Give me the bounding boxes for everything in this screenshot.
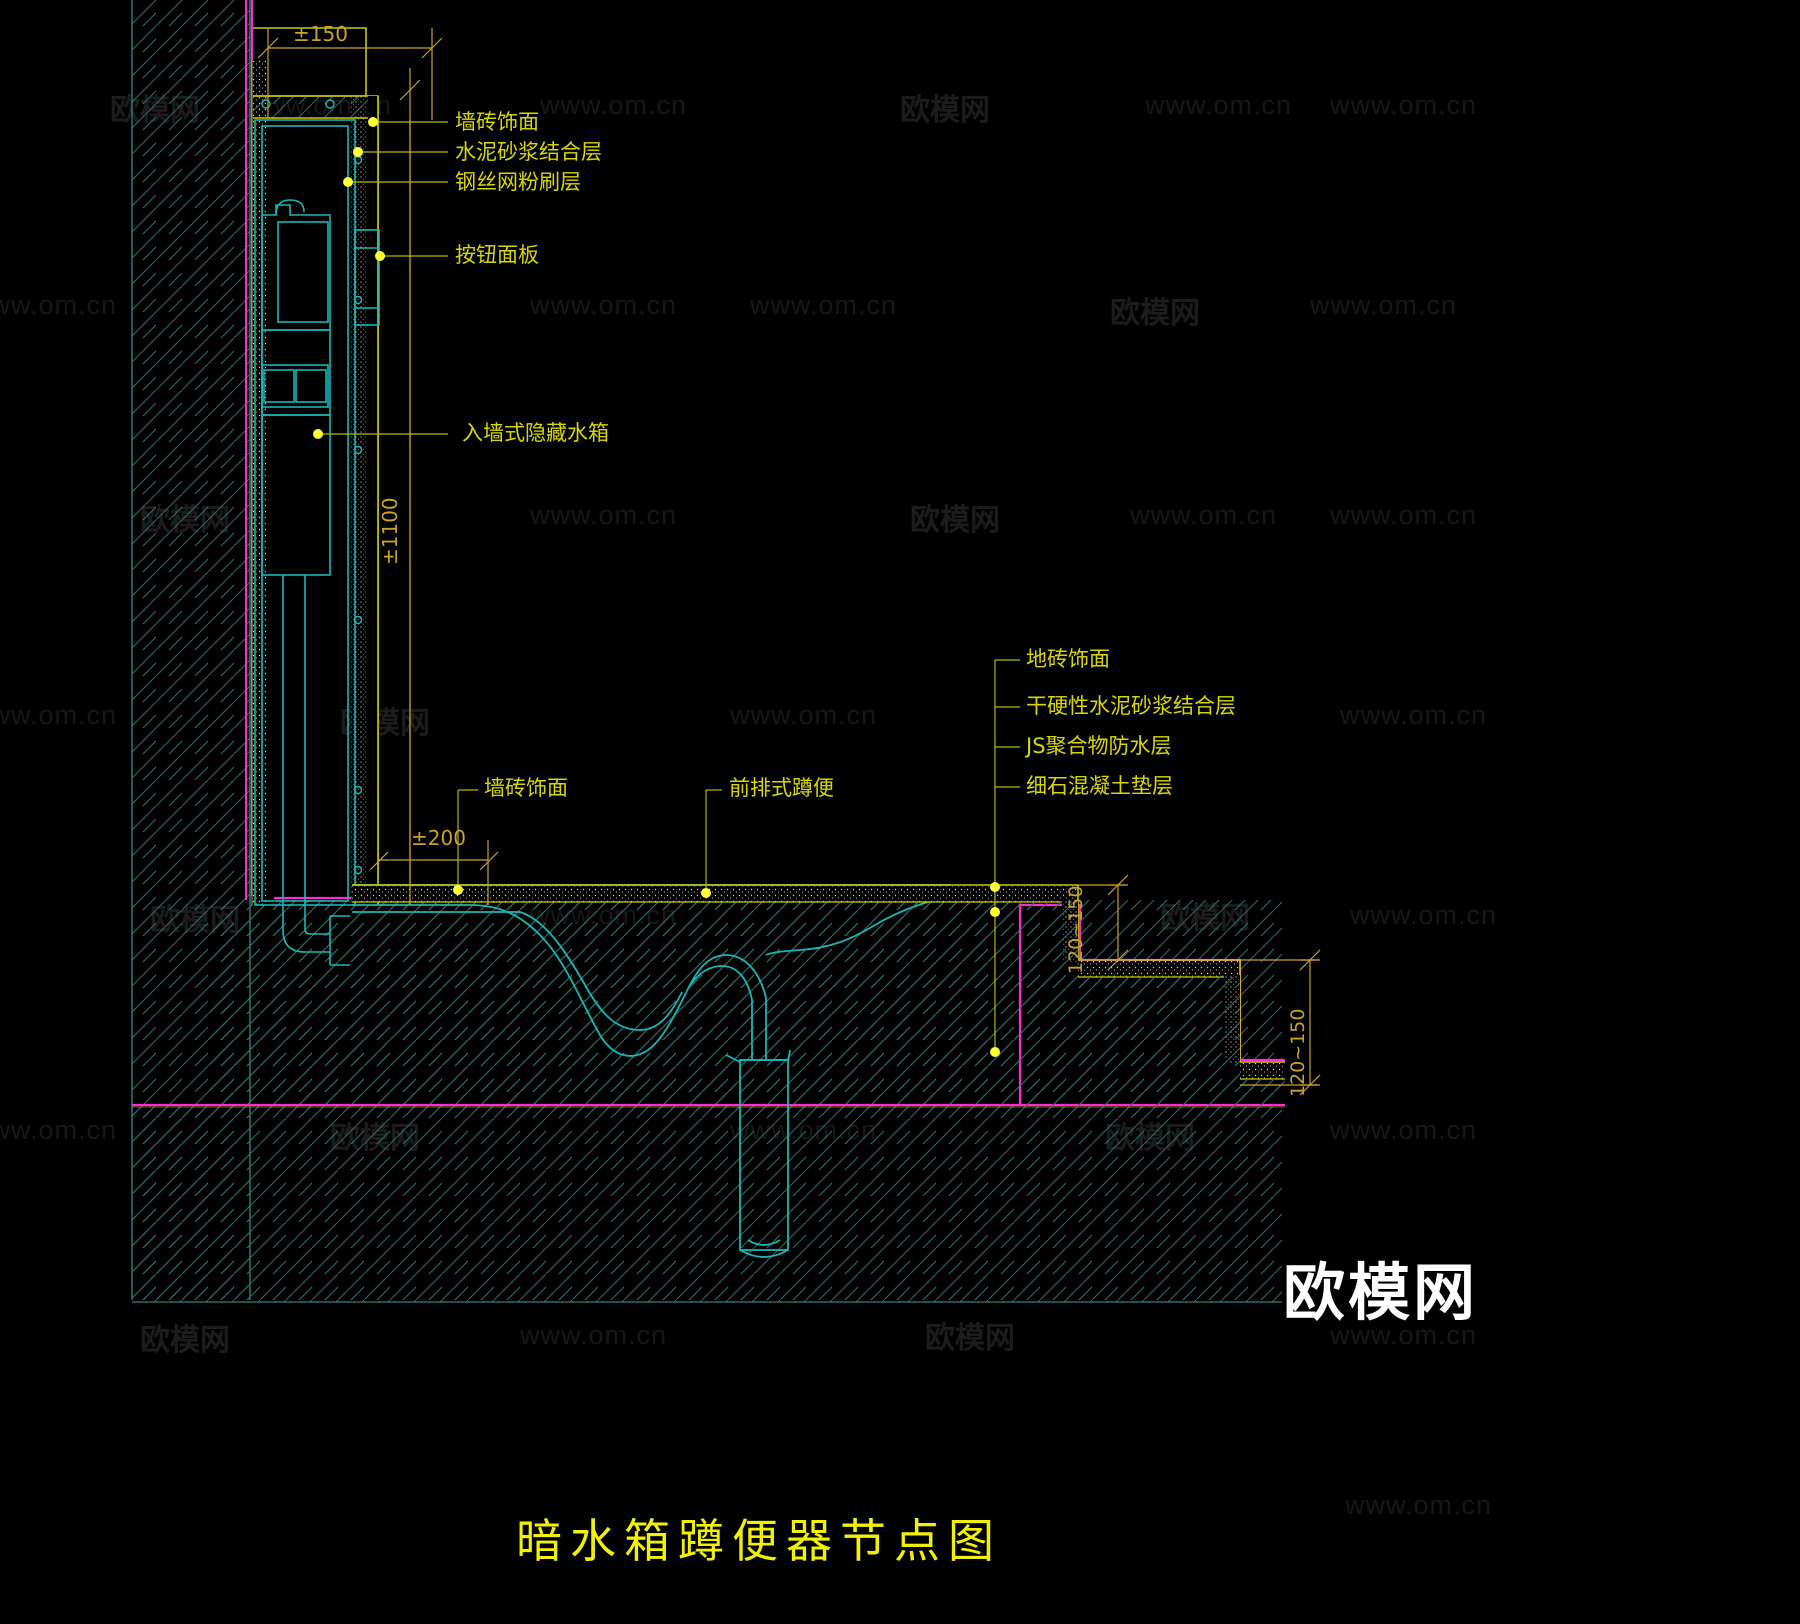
watermark-url: www.om.cn xyxy=(530,290,678,320)
enclosure-cap xyxy=(253,95,368,119)
cistern-anchor-points xyxy=(261,99,363,875)
watermark-url: www.om.cn xyxy=(750,290,898,320)
dim-step-lower: 120~150 xyxy=(1287,1008,1309,1097)
flush-pipe xyxy=(282,575,350,966)
floor-buildup-bottom xyxy=(1240,1061,1285,1080)
watermark-url: www.om.cn xyxy=(1340,700,1488,730)
watermark-brand: 欧模网 xyxy=(910,503,1000,538)
watermark-brand: 欧模网 xyxy=(1110,296,1200,331)
dim-step-upper: 120~150 xyxy=(1065,885,1087,974)
dim-skirt-height: ±200 xyxy=(411,826,466,850)
watermark-url: www.om.cn xyxy=(1345,1490,1493,1520)
watermark-url: www.om.cn xyxy=(520,1320,668,1350)
watermark-url: www.om.cn xyxy=(1310,290,1458,320)
watermark-url: www.om.cn xyxy=(0,1115,118,1145)
watermark-brand: 欧模网 xyxy=(925,1321,1015,1356)
watermark-brand: 欧模网 xyxy=(140,1323,230,1358)
watermark-url: www.om.cn xyxy=(1145,90,1293,120)
dim-wall-depth: ±150 xyxy=(293,22,348,46)
dimension-lines xyxy=(257,28,1321,1096)
watermark-brand: 欧模网 xyxy=(900,93,990,128)
watermark-url: www.om.cn xyxy=(0,290,118,320)
drawing-title: 暗水箱蹲便器节点图 xyxy=(516,1514,1002,1568)
label-fine-stone-concrete-base: 细石混凝土垫层 xyxy=(1026,774,1173,798)
label-steel-mesh-plaster: 钢丝网粉刷层 xyxy=(455,170,581,194)
concealed-cistern-frame xyxy=(254,119,356,906)
watermark-url: www.om.cn xyxy=(1330,1115,1478,1145)
leader-dots xyxy=(313,117,1000,1057)
label-js-polymer-waterproof: JS聚合物防水层 xyxy=(1026,734,1172,758)
watermark-url: www.om.cn xyxy=(730,700,878,730)
label-concealed-cistern: 入墙式隐藏水箱 xyxy=(462,421,609,445)
watermark-url: www.om.cn xyxy=(1350,900,1498,930)
leader-lines xyxy=(318,121,1020,1052)
watermark-url: www.om.cn xyxy=(530,500,678,530)
watermark-url: www.om.cn xyxy=(540,90,688,120)
button-panel-geometry xyxy=(354,229,380,326)
watermark-url: www.om.cn xyxy=(0,700,118,730)
dim-cistern-height: ±1100 xyxy=(378,497,402,565)
watermark-url: www.om.cn xyxy=(1330,90,1478,120)
watermark-url: www.om.cn xyxy=(1330,500,1478,530)
label-floor-tile-finish: 地砖饰面 xyxy=(1026,647,1110,671)
label-cement-mortar-bond: 水泥砂浆结合层 xyxy=(455,140,602,164)
label-wall-tile-finish-2: 墙砖饰面 xyxy=(484,776,568,800)
watermark-url: www.om.cn xyxy=(1130,500,1278,530)
site-logo: 欧模网 xyxy=(1283,1256,1479,1329)
label-wall-tile-finish: 墙砖饰面 xyxy=(455,110,539,134)
label-front-outlet-squat-pan: 前排式蹲便 xyxy=(729,776,834,800)
watermark-url: www.om.cn xyxy=(1330,1320,1478,1350)
label-dry-hard-cement-mortar: 干硬性水泥砂浆结合层 xyxy=(1026,694,1236,718)
label-button-panel: 按钮面板 xyxy=(455,243,539,267)
